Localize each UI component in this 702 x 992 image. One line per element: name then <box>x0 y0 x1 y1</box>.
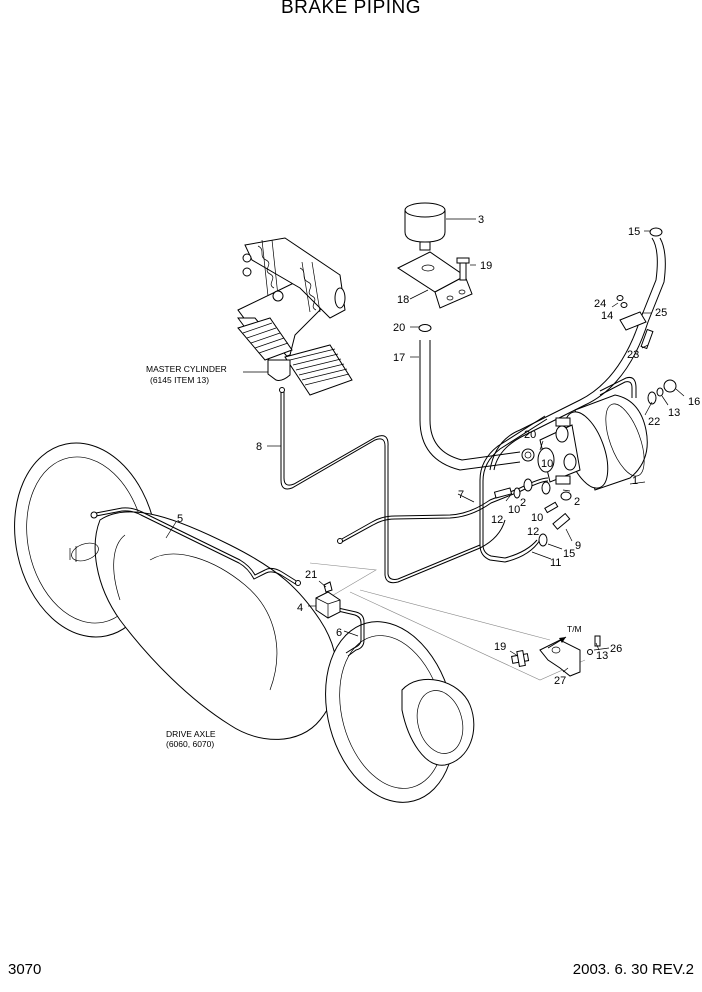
callout-27: 27 <box>554 675 566 687</box>
note-drive-axle: DRIVE AXLE <box>166 729 216 739</box>
pipe-5 <box>95 507 299 583</box>
hose-17 <box>419 340 521 471</box>
reservoir-group <box>396 202 473 332</box>
callout-15-bottom: 15 <box>563 548 575 560</box>
master-cylinder <box>267 359 291 381</box>
hose-clamp-20 <box>418 324 432 332</box>
inching-pedal-pad <box>237 317 293 361</box>
callout-18: 18 <box>397 294 409 306</box>
note-master-cylinder-item: (6145 ITEM 13) <box>150 375 209 385</box>
page-title: BRAKE PIPING <box>280 0 422 18</box>
callout-10-b: 10 <box>508 504 520 516</box>
callout-4: 4 <box>297 602 303 614</box>
clamp-15 <box>649 227 663 237</box>
washer-20 <box>521 448 535 462</box>
return-pipe <box>489 237 658 471</box>
callout-1: 1 <box>632 475 638 487</box>
callout-10-a: 10 <box>541 458 553 470</box>
callout-numbers: 3 19 18 20 17 15 24 14 25 23 16 13 22 20… <box>177 214 700 687</box>
callout-5: 5 <box>177 513 183 525</box>
note-drive-axle-models: (6060, 6070) <box>166 739 214 749</box>
callout-16: 16 <box>688 396 700 408</box>
note-master-cylinder: MASTER CYLINDER <box>146 364 227 374</box>
callout-22: 22 <box>648 416 660 428</box>
tm-bracket <box>539 639 581 677</box>
callout-19-bottom: 19 <box>494 641 506 653</box>
callout-6: 6 <box>336 627 342 639</box>
callout-17: 17 <box>393 352 405 364</box>
leader-lines <box>165 218 685 673</box>
callout-19-top: 19 <box>480 260 492 272</box>
callout-12-a: 12 <box>491 514 503 526</box>
callout-8: 8 <box>256 441 262 453</box>
pedal-assembly <box>237 237 353 396</box>
callout-2-right: 2 <box>574 496 580 508</box>
callout-2-left: 2 <box>520 497 526 509</box>
wheel-hub <box>401 678 475 766</box>
pipe-11 <box>479 415 546 563</box>
callout-12-b: 12 <box>527 526 539 538</box>
callout-11: 11 <box>550 557 561 569</box>
page-number: 3070 <box>8 961 42 978</box>
callout-23: 23 <box>627 349 639 361</box>
callout-20-top: 20 <box>393 322 405 334</box>
pipe-6 <box>337 607 365 657</box>
callout-26: 26 <box>610 643 622 655</box>
clamp-25 <box>619 311 647 331</box>
callout-13-bottom: 13 <box>596 650 608 662</box>
callout-7: 7 <box>458 489 464 501</box>
pipe-7 <box>339 477 549 541</box>
pedal-bracket <box>244 237 346 319</box>
notes: MASTER CYLINDER (6145 ITEM 13) DRIVE AXL… <box>146 364 582 749</box>
callout-14: 14 <box>601 310 613 322</box>
brake-pipes <box>90 237 666 657</box>
callout-10-c: 10 <box>531 512 543 524</box>
brake-booster <box>493 394 648 547</box>
axle-housing <box>94 511 338 740</box>
callout-24: 24 <box>594 298 606 310</box>
callout-21: 21 <box>305 569 317 581</box>
drive-axle <box>14 442 475 803</box>
callout-20-mid: 20 <box>524 429 536 441</box>
callout-13-top: 13 <box>668 407 680 419</box>
callout-3: 3 <box>478 214 484 226</box>
callout-25: 25 <box>655 307 667 319</box>
tm-arrow <box>547 636 567 649</box>
note-tm: T/M <box>567 624 582 634</box>
callout-9: 9 <box>575 540 581 552</box>
callout-15-top: 15 <box>628 226 640 238</box>
pipe-8 <box>280 390 506 584</box>
small-parts <box>315 227 677 677</box>
revision-date: 2003. 6. 30 REV.2 <box>572 961 694 978</box>
